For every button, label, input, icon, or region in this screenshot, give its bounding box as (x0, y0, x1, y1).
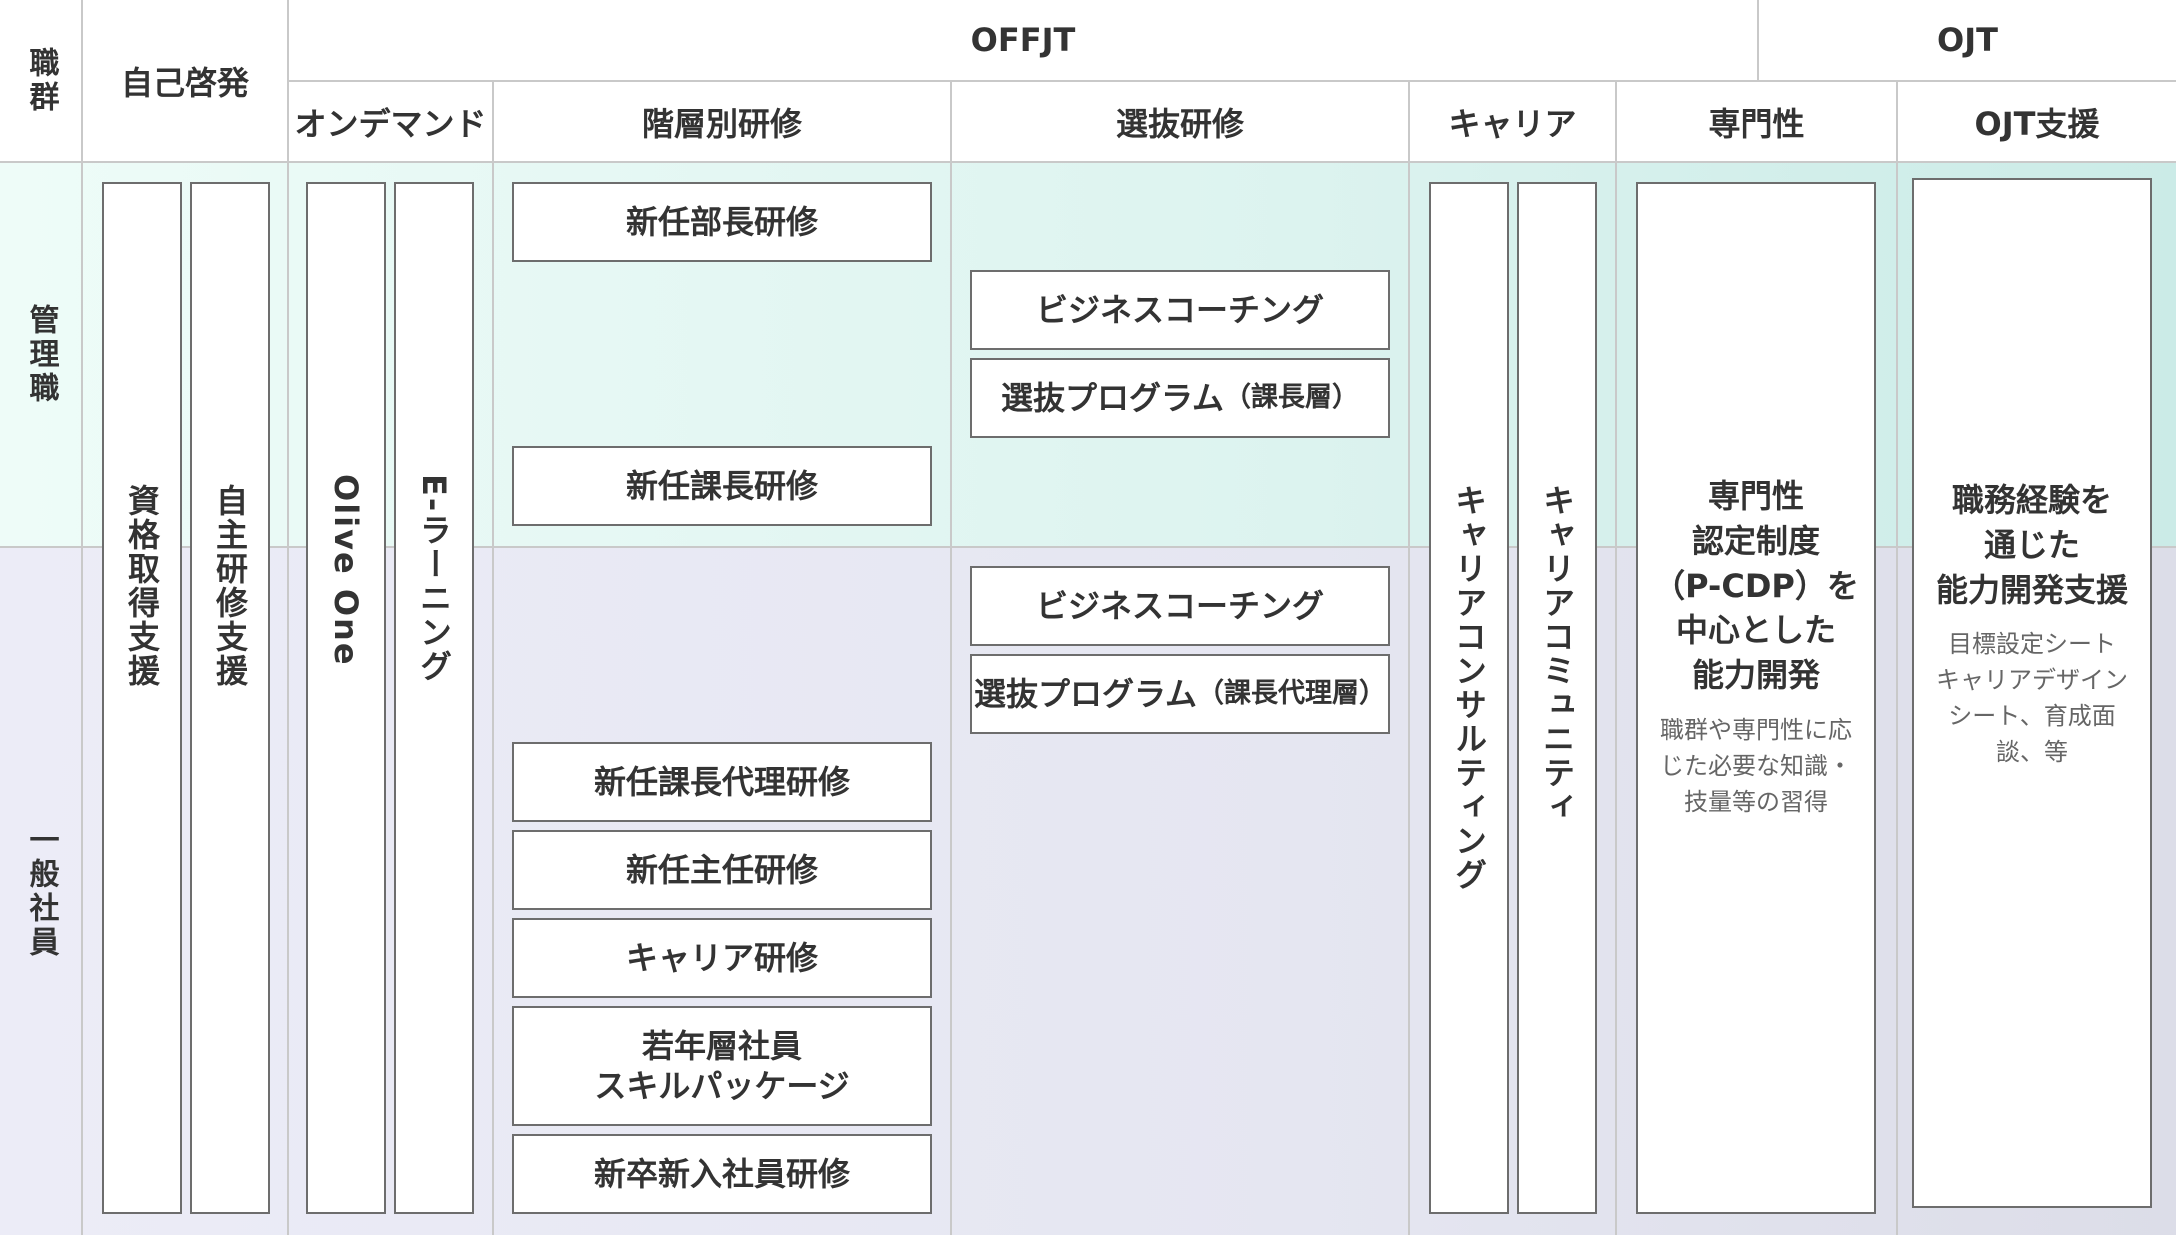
header-jiko-keihatsu: 自己啓発 (120, 63, 249, 102)
selection-gen-coaching: ビジネスコーチング (970, 566, 1390, 646)
ojt-support-title-line: 通じた (1983, 525, 2080, 564)
selection-mgr-program: 選抜プログラム（課長層） (970, 358, 1390, 438)
career-community-text: キャリアコミュニティ (1538, 484, 1576, 824)
expertise-title-line: （P-CDP）を (1653, 566, 1859, 605)
header-shokugun-text: 職群 (23, 46, 59, 115)
on-demand-elearning: E-ラーニング (394, 182, 474, 1214)
self-dev-certification: 資格取得支援 (102, 182, 182, 1214)
self-dev-voluntary: 自主研修支援 (190, 182, 270, 1214)
self-dev-certification-text: 資格取得支援 (123, 484, 161, 688)
selection-mgr-coaching: ビジネスコーチング (970, 270, 1390, 350)
col-divider-5 (1408, 80, 1410, 1235)
expertise-title-line: 中心とした (1675, 611, 1836, 650)
header-shokugun: 職群 (0, 0, 81, 161)
ojt-support-content: 職務経験を 通じた 能力開発支援 目標設定シート キャリアデザイン シート、育成… (1936, 478, 2128, 1206)
ojt-support-box: 職務経験を 通じた 能力開発支援 目標設定シート キャリアデザイン シート、育成… (1912, 178, 2152, 1208)
expertise-box: 専門性 認定制度 （P-CDP）を 中心とした 能力開発 職群や専門性に応 じた… (1636, 182, 1876, 1214)
expertise-desc-line: 技量等の習得 (1684, 787, 1828, 816)
ojt-support-description: 目標設定シート キャリアデザイン シート、育成面 談、等 (1936, 626, 2128, 770)
on-demand-olive-one: Olive One (306, 182, 386, 1214)
header-divider-bottom (0, 161, 2176, 163)
training-jakunen-line2: スキルパッケージ (594, 1067, 850, 1105)
selection-gen-program-text: 選抜プログラム (973, 675, 1198, 713)
col-divider-1 (81, 0, 83, 1235)
selection-mgr-program-sub: （課長層） (1224, 382, 1360, 414)
ojt-support-desc-line: 談、等 (1995, 738, 2068, 767)
row-label-general-text: 一般社員 (23, 823, 59, 960)
header-senmonsei: 専門性 (1708, 104, 1805, 143)
selection-mgr-program-text: 選抜プログラム (1000, 379, 1225, 417)
row-label-management: 管理職 (0, 163, 81, 546)
career-community: キャリアコミュニティ (1517, 182, 1597, 1214)
col-divider-8 (1896, 80, 1898, 1235)
training-jakunen-line1: 若年層社員 (641, 1027, 802, 1065)
ojt-support-title-line: 職務経験を (1951, 481, 2112, 519)
header-on-demand: オンデマンド (294, 104, 487, 143)
expertise-title-line: 能力開発 (1691, 656, 1820, 695)
expertise-desc-line: じた必要な知識・ (1660, 751, 1852, 780)
training-kacho-dairi: 新任課長代理研修 (512, 742, 932, 822)
ojt-support-desc-line: シート、育成面 (1948, 702, 2116, 731)
ojt-support-title: 職務経験を 通じた 能力開発支援 (1936, 478, 2128, 612)
col-divider-4 (950, 80, 952, 1235)
row-label-management-text: 管理職 (23, 303, 59, 406)
training-career: キャリア研修 (512, 918, 932, 998)
selection-gen-program: 選抜プログラム（課長代理層） (970, 654, 1390, 734)
on-demand-elearning-text: E-ラーニング (415, 474, 453, 684)
row-label-general: 一般社員 (0, 548, 81, 1235)
training-kacho: 新任課長研修 (512, 446, 932, 526)
col-divider-2 (287, 0, 289, 1235)
header-ojt-shien: OJT支援 (1974, 104, 2100, 143)
selection-gen-program-sub: （課長代理層） (1197, 678, 1387, 710)
self-dev-voluntary-text: 自主研修支援 (211, 484, 249, 688)
training-shinsotsu: 新卒新入社員研修 (512, 1134, 932, 1214)
on-demand-olive-one-text: Olive One (327, 474, 365, 667)
expertise-title-line: 専門性 (1707, 477, 1804, 515)
row-divider (0, 546, 2176, 548)
training-bucho: 新任部長研修 (512, 182, 932, 262)
header-kaisobetsu: 階層別研修 (641, 104, 802, 143)
expertise-title: 専門性 認定制度 （P-CDP）を 中心とした 能力開発 (1653, 474, 1859, 698)
expertise-content: 専門性 認定制度 （P-CDP）を 中心とした 能力開発 職群や専門性に応 じた… (1653, 474, 1859, 1212)
training-shunin: 新任主任研修 (512, 830, 932, 910)
col-divider-6 (1615, 80, 1617, 1235)
expertise-description: 職群や専門性に応 じた必要な知識・ 技量等の習得 (1660, 712, 1852, 820)
training-jakunen: 若年層社員 スキルパッケージ (512, 1006, 932, 1126)
header-divider-top (288, 80, 2176, 82)
header-career: キャリア (1448, 104, 1577, 143)
ojt-support-desc-line: 目標設定シート (1947, 630, 2116, 659)
career-consulting: キャリアコンサルティング (1429, 182, 1509, 1214)
header-senbatsu: 選抜研修 (1115, 104, 1244, 143)
career-consulting-text: キャリアコンサルティング (1450, 484, 1488, 892)
col-divider-3 (492, 80, 494, 1235)
col-divider-7 (1757, 0, 1759, 81)
ojt-support-title-line: 能力開発支援 (1935, 570, 2128, 609)
header-ojt: OJT (1937, 21, 1998, 59)
expertise-title-line: 認定制度 (1691, 521, 1820, 560)
ojt-support-desc-line: キャリアデザイン (1935, 666, 2128, 695)
header-offjt: OFFJT (970, 21, 1076, 59)
expertise-desc-line: 職群や専門性に応 (1660, 715, 1852, 744)
